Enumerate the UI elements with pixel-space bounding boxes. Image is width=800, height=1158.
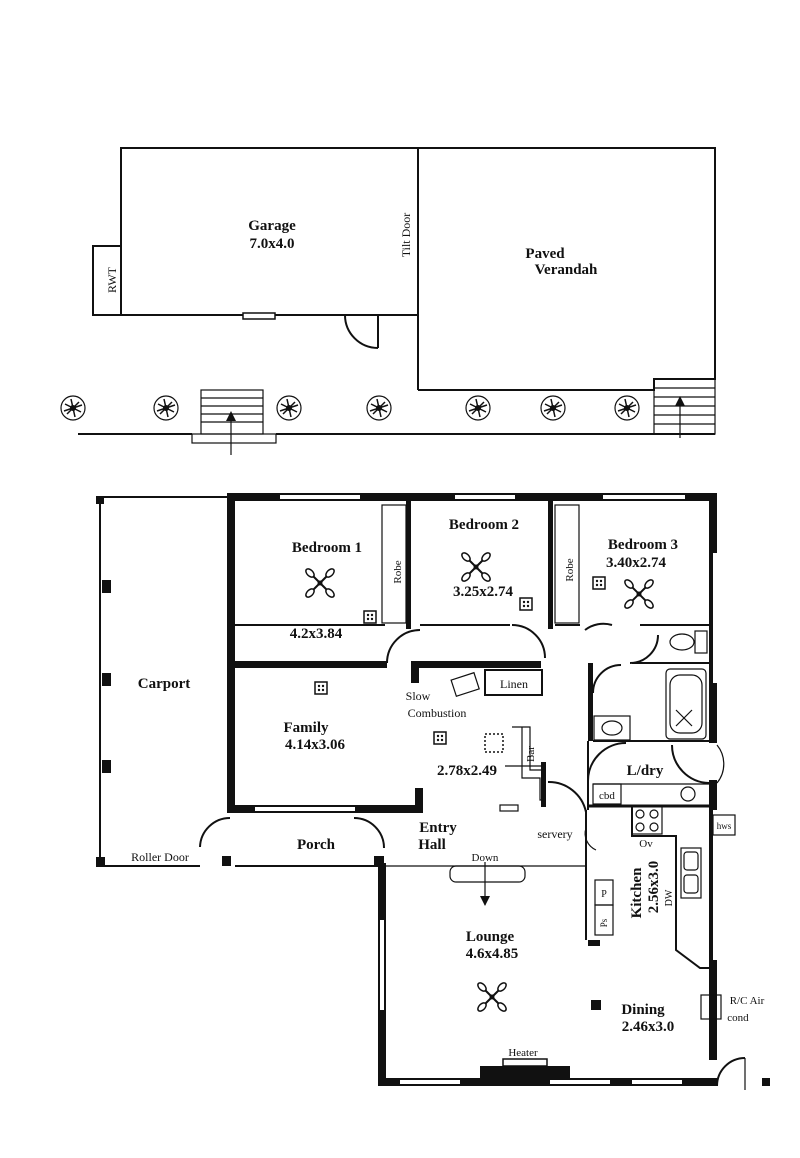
dining-size: 2.46x3.0 [622, 1019, 675, 1035]
sink-icon [680, 847, 702, 899]
carport-label: Carport [138, 676, 191, 692]
ceiling-fan-icon [622, 577, 656, 611]
rwt-label: RWT [105, 266, 119, 293]
garage-label: Garage [248, 218, 296, 234]
porch-label: Porch [297, 837, 336, 853]
vent-icon [519, 597, 533, 611]
roller-door-label: Roller Door [131, 850, 189, 864]
dining-column [591, 1000, 601, 1010]
robe-label-1: Robe [392, 560, 404, 583]
shrub-icon [366, 395, 392, 421]
air-cond-unit [700, 994, 722, 1020]
toilet-icon [694, 630, 708, 654]
lounge-label: Lounge [466, 929, 515, 945]
bedroom1-size: 4.2x3.84 [290, 626, 343, 642]
ldry-label: L/dry [627, 763, 664, 779]
vent-icon [592, 576, 606, 590]
slow-combustion-heater [450, 671, 480, 698]
oven-label: Ov [639, 838, 653, 850]
bedroom3-door [584, 622, 613, 631]
air-cond-label-2: cond [727, 1012, 749, 1024]
kitchen-size: 2.56x3.0 [646, 861, 662, 914]
skylight-icon [484, 733, 504, 753]
vent-icon [314, 681, 328, 695]
lounge-size: 4.6x4.85 [466, 946, 519, 962]
cbd-label: cbd [599, 790, 615, 802]
family-size: 4.14x3.06 [285, 737, 346, 753]
lounge-step [386, 862, 586, 906]
porch [199, 817, 385, 867]
shrub-icon [153, 395, 179, 421]
meals-vent [499, 804, 519, 812]
rainwater-tank [92, 245, 122, 316]
shrub-icon [60, 395, 86, 421]
heater-label: Heater [508, 1047, 538, 1059]
ps-label: Ps [599, 918, 609, 927]
verandah-steps [653, 378, 716, 438]
hws-unit [712, 814, 736, 836]
down-label: Down [472, 852, 499, 864]
cooktop-icon [631, 805, 663, 835]
dining-door [716, 1057, 746, 1087]
bedroom2-door [511, 624, 546, 659]
servery-label: servery [537, 827, 572, 841]
shrub-icon [540, 395, 566, 421]
garage-vent [242, 312, 276, 320]
shrub-icon [614, 395, 640, 421]
vent-icon [433, 731, 447, 745]
garage-door-swing [344, 314, 379, 349]
entry-label-2: Hall [418, 837, 446, 853]
family-label: Family [284, 720, 329, 736]
bath-icon [665, 668, 707, 740]
air-cond-label-1: R/C Air [730, 995, 765, 1007]
bathroom [588, 630, 709, 742]
bedroom1-label: Bedroom 1 [292, 540, 362, 556]
linen-label: Linen [500, 677, 528, 691]
ceiling-fan-icon [475, 980, 509, 1014]
bar-label: Bar [525, 746, 537, 762]
slow-combustion-label-2: Combustion [408, 706, 467, 720]
robe-bedroom3 [554, 504, 580, 624]
bedroom3-label: Bedroom 3 [608, 537, 678, 553]
linen-cupboard [484, 669, 543, 696]
shrub-icon [276, 395, 302, 421]
bedroom1-door [386, 629, 421, 664]
slow-combustion-label-1: Slow [406, 689, 431, 703]
pantry-label: P [601, 889, 607, 900]
vent-icon [363, 610, 377, 624]
kitchen-label: Kitchen [629, 867, 645, 918]
kitchen [588, 805, 736, 969]
bedroom2-size: 3.25x2.74 [453, 584, 514, 600]
entry-label-1: Entry [419, 820, 457, 836]
dining-label: Dining [621, 1002, 665, 1018]
bedroom3-size: 3.40x2.74 [606, 555, 667, 571]
dw-label: DW [664, 889, 675, 906]
hws-label: hws [717, 821, 732, 831]
ceiling-fan-icon [459, 550, 493, 584]
verandah-label-1: Paved [525, 246, 565, 262]
verandah-label-2: Verandah [535, 262, 598, 278]
heater-hearth [480, 1066, 570, 1080]
garage-size: 7.0x4.0 [250, 236, 295, 252]
house: Bedroom 1 4.2x3.84 Bedroom 2 3.25x2.74 B… [96, 493, 770, 1090]
garden-steps [191, 389, 277, 455]
carport [96, 496, 231, 867]
meals-size: 2.78x2.49 [437, 763, 497, 779]
ceiling-fan-icon [303, 566, 337, 600]
bar [505, 726, 546, 807]
servery-door [547, 780, 587, 813]
vanity-icon [593, 715, 631, 741]
tilt-door-label: Tilt Door [399, 213, 413, 258]
outbuilding: Garage 7.0x4.0 RWT Tilt Door Paved Veran… [60, 147, 716, 455]
robe-bedroom1 [381, 504, 407, 624]
shrub-icon [465, 395, 491, 421]
bedroom2-label: Bedroom 2 [449, 517, 519, 533]
robe-label-3: Robe [564, 558, 576, 581]
